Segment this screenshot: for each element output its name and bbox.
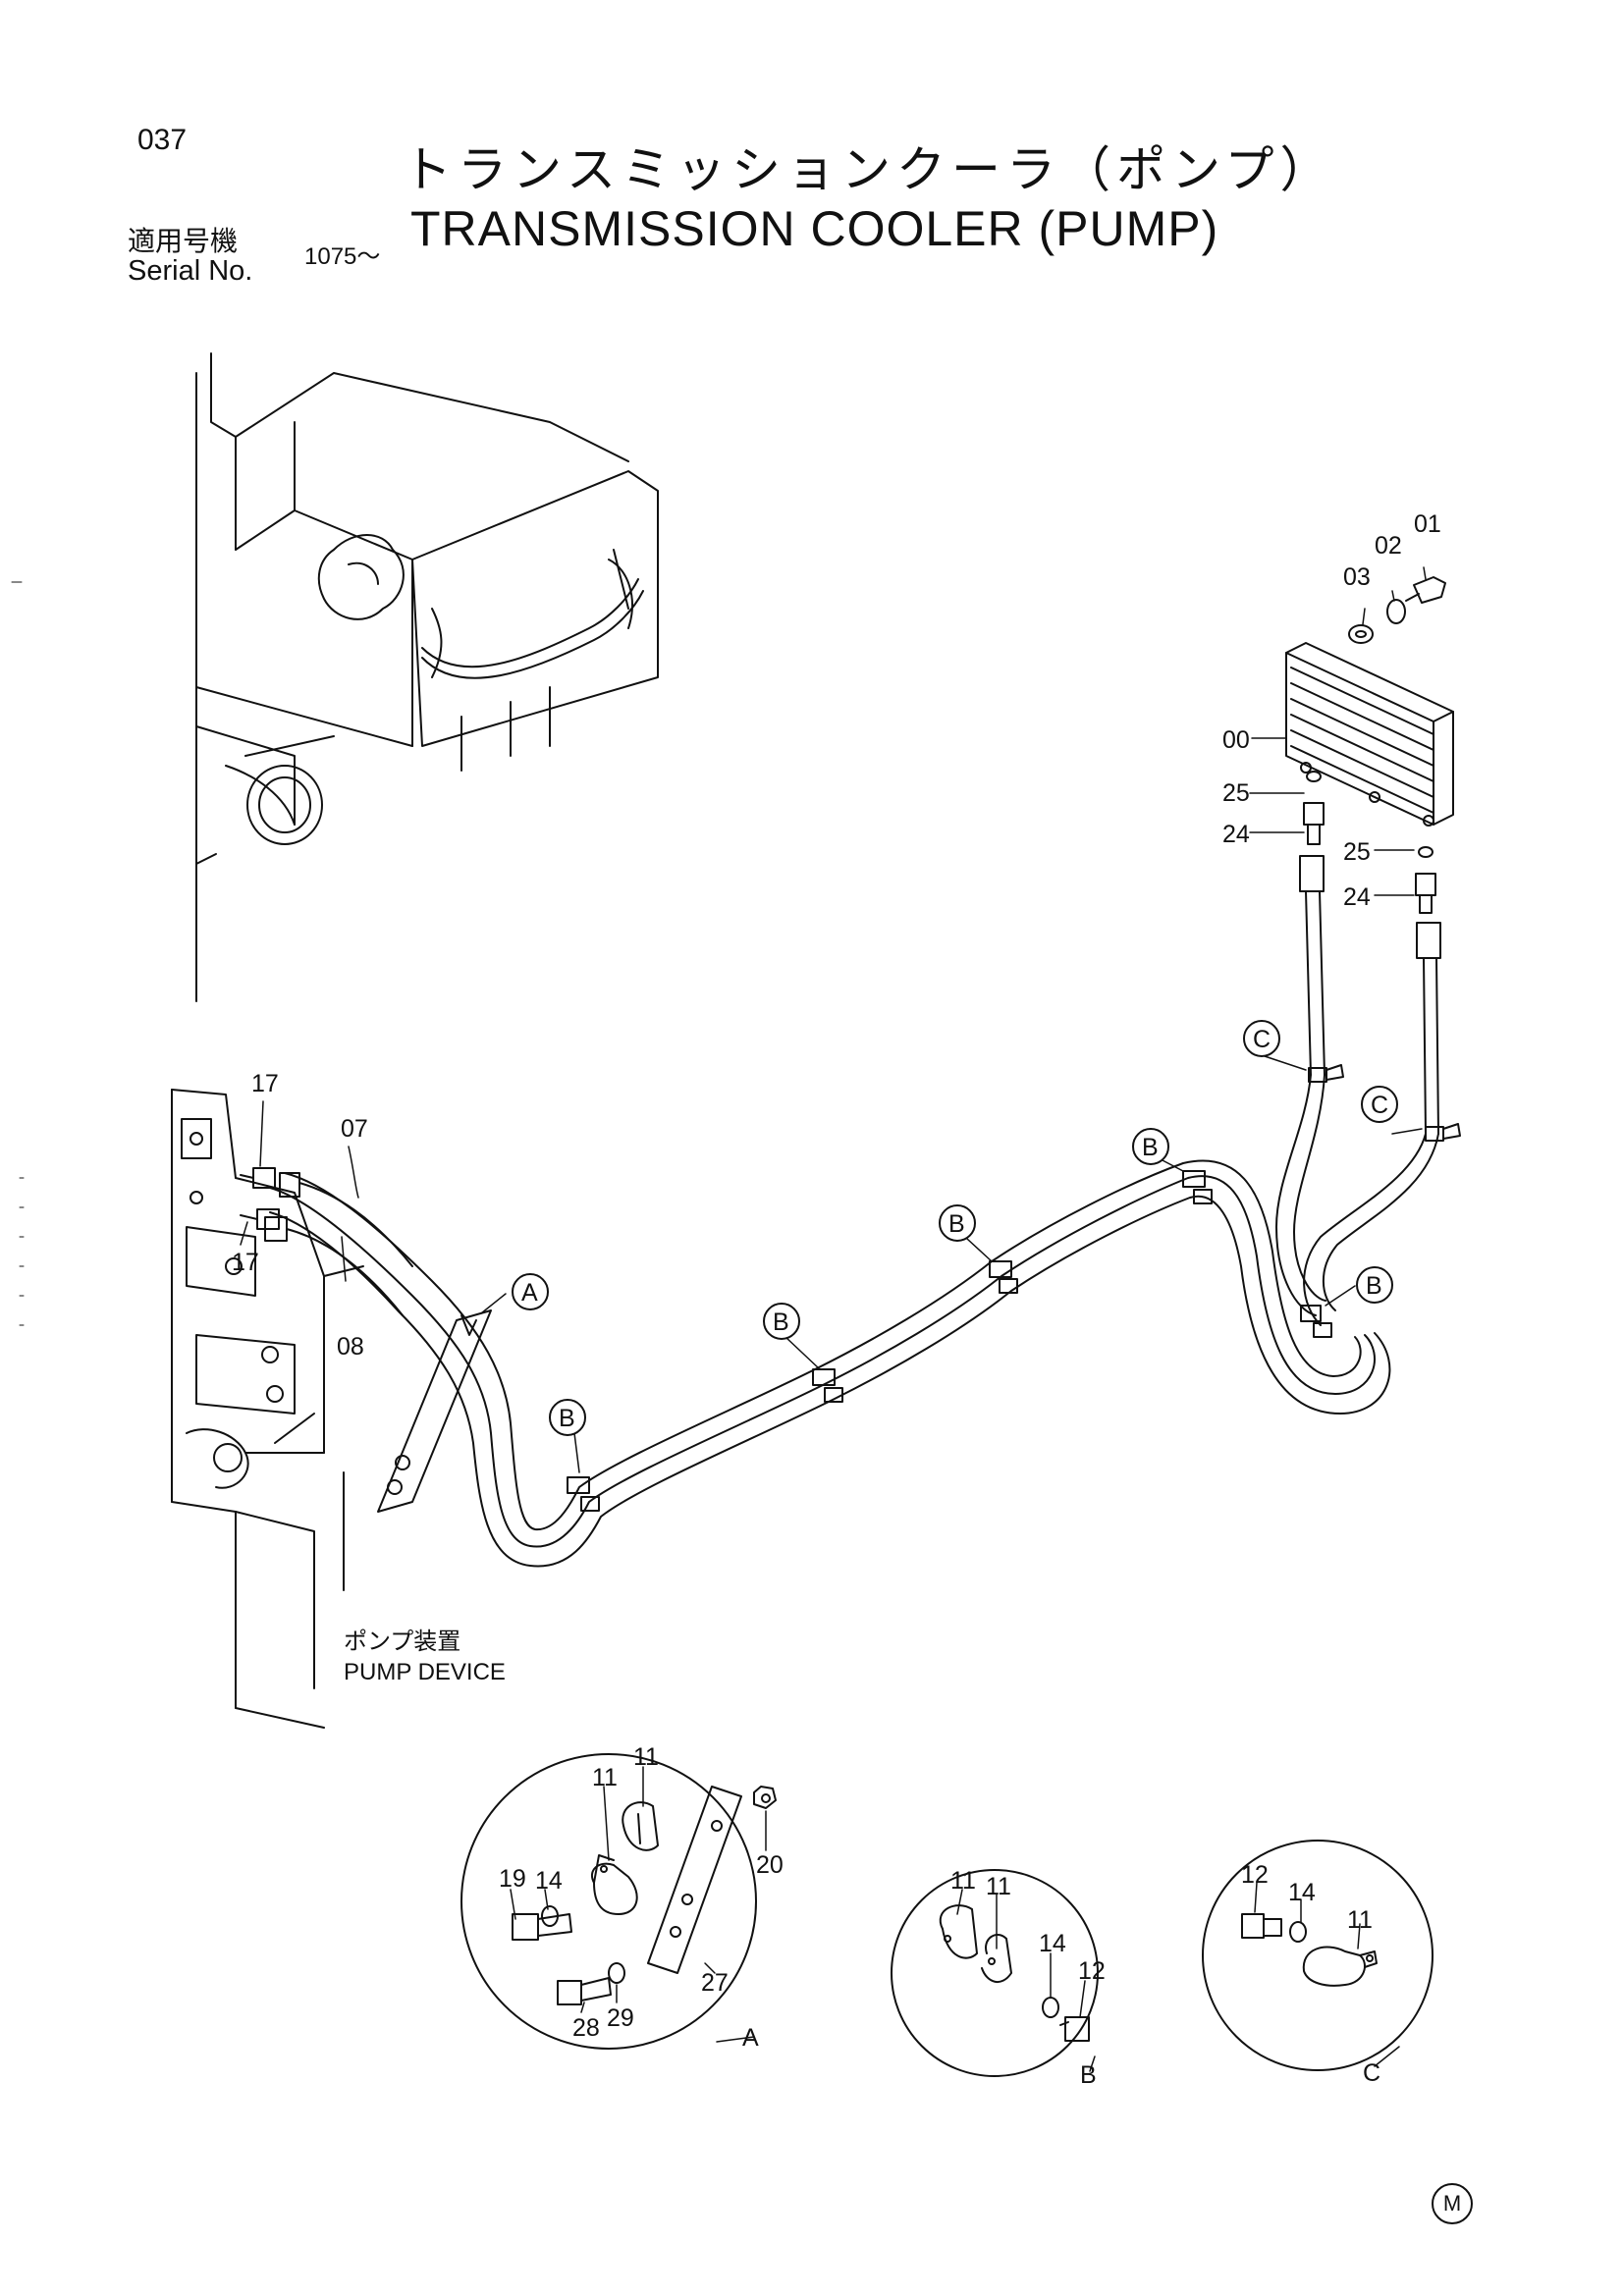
detail-c-part-14: 14 <box>1288 1879 1316 1906</box>
detail-c-part-12: 12 <box>1241 1861 1269 1889</box>
callout-07: 07 <box>341 1115 368 1143</box>
marker-b5-circle <box>1357 1267 1392 1303</box>
cooler-hoses <box>1276 856 1460 1325</box>
detail-a-parts <box>513 1787 776 2004</box>
callout-24-left: 24 <box>1222 821 1250 848</box>
detail-b-parts <box>941 1905 1089 2041</box>
detail-b-part-14: 14 <box>1039 1930 1066 1957</box>
marker-a: A <box>521 1279 538 1307</box>
detail-a-part-11-b: 11 <box>592 1764 618 1791</box>
detail-b-part-11-a: 11 <box>950 1867 976 1895</box>
detail-c-parts <box>1242 1914 1377 1986</box>
pump-device-label-japanese: ポンプ装置 <box>344 1628 461 1655</box>
detail-a-circle <box>461 1754 756 2049</box>
callout-25-left: 25 <box>1222 779 1250 807</box>
detail-b-letter: B <box>1080 2061 1097 2089</box>
detail-a-part-29: 29 <box>607 2004 634 2032</box>
title-japanese: トランスミッションクーラ（ポンプ） <box>403 141 1335 198</box>
marker-b3: B <box>948 1210 965 1238</box>
detail-leader-lines <box>511 1767 1399 2071</box>
manual-mark-icon: M <box>1432 2183 1473 2224</box>
marker-b4: B <box>1142 1134 1159 1161</box>
detail-b-part-12: 12 <box>1078 1957 1106 1985</box>
cooler-fasteners <box>1304 577 1445 913</box>
detail-a-part-19: 19 <box>499 1865 526 1893</box>
callout-17-bottom: 17 <box>232 1249 259 1276</box>
serial-label-english: Serial No. <box>128 255 253 287</box>
machine-body-illustration <box>196 353 658 1001</box>
serial-label-japanese: 適用号機 <box>128 225 239 257</box>
pump-device-illustration <box>172 1090 363 1728</box>
marker-a-circle <box>513 1274 548 1309</box>
page-number: 037 <box>137 124 188 156</box>
callout-02: 02 <box>1375 532 1402 560</box>
marker-b4-circle <box>1133 1129 1168 1164</box>
detail-c-letter: C <box>1363 2059 1381 2087</box>
marker-b1: B <box>559 1405 575 1432</box>
detail-a-part-20: 20 <box>756 1851 784 1879</box>
detail-c-circle <box>1203 1841 1433 2070</box>
serial-value: 1075～ <box>304 243 381 270</box>
leader-lines <box>241 567 1426 1472</box>
detail-a-part-11-a: 11 <box>633 1743 659 1771</box>
marker-b1-circle <box>550 1400 585 1435</box>
callout-17-top: 17 <box>251 1070 279 1097</box>
detail-a-part-28: 28 <box>572 2014 600 2042</box>
callout-03: 03 <box>1343 563 1371 591</box>
pump-hose-fittings <box>241 1168 412 1315</box>
callout-01: 01 <box>1414 510 1441 538</box>
marker-c2-circle <box>1362 1087 1397 1122</box>
marker-b3-circle <box>940 1205 975 1241</box>
marker-b5: B <box>1366 1272 1382 1300</box>
title-english: TRANSMISSION COOLER (PUMP) <box>410 201 1219 256</box>
marker-c1-circle <box>1244 1021 1279 1056</box>
oil-cooler-illustration <box>1286 643 1453 826</box>
detail-a-part-27: 27 <box>701 1969 729 1997</box>
callout-08: 08 <box>337 1333 364 1361</box>
bracket-a-illustration <box>378 1310 491 1512</box>
marker-c2: C <box>1371 1092 1389 1119</box>
detail-b-circle <box>892 1870 1098 2076</box>
marker-c1: C <box>1253 1026 1271 1053</box>
callout-25-right: 25 <box>1343 838 1371 866</box>
marker-b2: B <box>773 1308 789 1336</box>
detail-c-part-11: 11 <box>1347 1906 1373 1934</box>
detail-a-letter: A <box>742 2024 759 2052</box>
margin-marks <box>12 582 24 1325</box>
detail-a-part-14: 14 <box>535 1867 563 1895</box>
pump-device-label-english: PUMP DEVICE <box>344 1659 506 1685</box>
callout-00: 00 <box>1222 726 1250 754</box>
detail-b-part-11-b: 11 <box>986 1873 1011 1900</box>
marker-b2-circle <box>764 1304 799 1339</box>
callout-24-right: 24 <box>1343 883 1371 911</box>
hose-clamps <box>568 1171 1331 1511</box>
